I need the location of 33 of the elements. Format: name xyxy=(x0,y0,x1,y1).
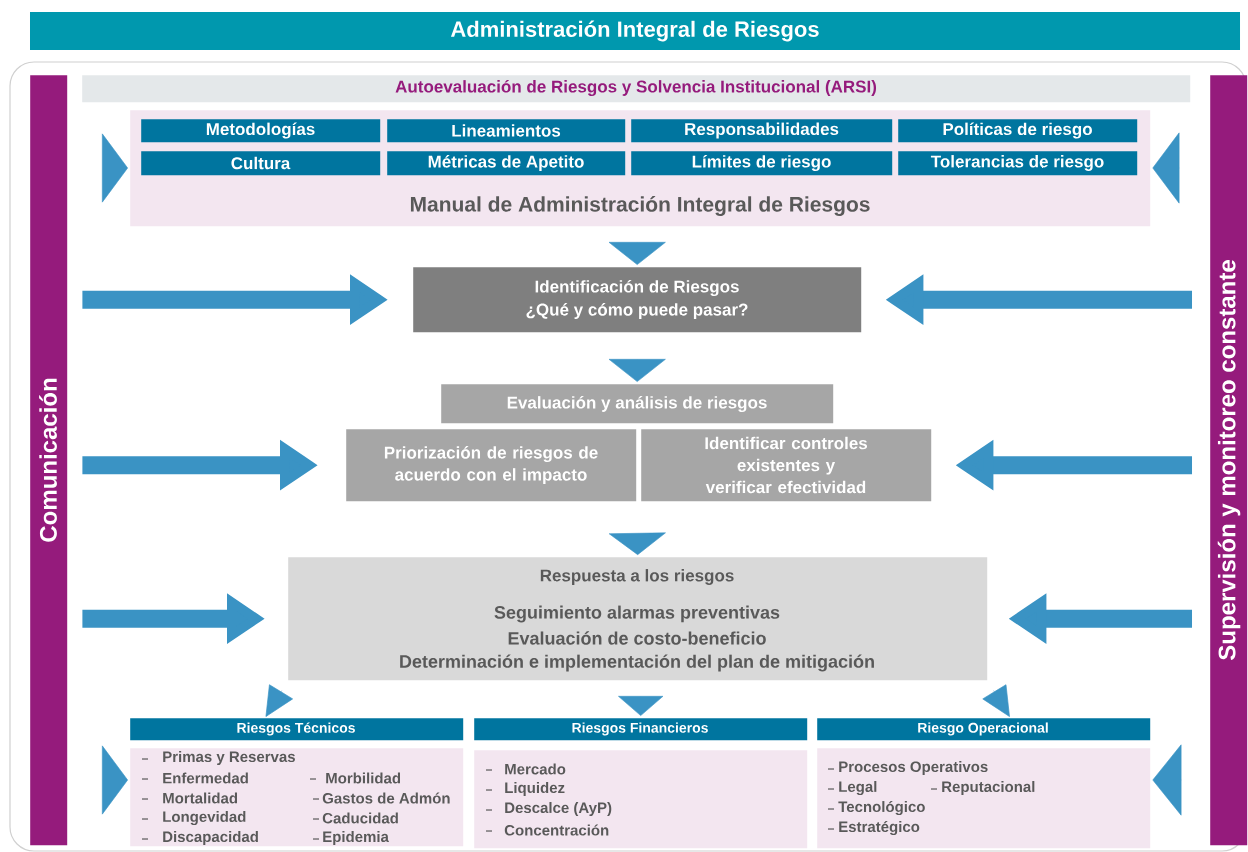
chevron-arrow xyxy=(618,695,664,716)
list-box: Mercado Liquidez Descalce (AyP) Concentración xyxy=(474,750,808,849)
step-box: Identificar controles existentes y verificar efectividad xyxy=(641,429,932,502)
concept-box: Políticas de riesgo xyxy=(898,119,1138,143)
header-bar: Autoevaluación de Riesgos y Solvencia Institucional (ARSI) xyxy=(82,75,1191,103)
chevron-arrow xyxy=(982,684,1010,717)
step-box: Respuesta a los riesgos Seguimiento alarmas preventivas Evaluación de costo-beneficio Determinación e implementación del plan de mitigación xyxy=(288,557,988,681)
category-header: Riesgos Técnicos xyxy=(130,718,464,741)
title-bar: Administración Integral de Riesgos xyxy=(30,12,1240,50)
concept-box: Responsabilidades xyxy=(631,119,893,143)
concept-box: Tolerancias de riesgo xyxy=(898,151,1138,176)
list-box: Procesos Operativos Legal Reputacional Tecnológico Estratégico xyxy=(817,748,1151,849)
chevron-arrow xyxy=(608,241,666,265)
step-box: Identificación de Riesgos ¿Qué y cómo puede pasar? xyxy=(413,267,862,333)
chevron-arrow xyxy=(1152,744,1182,816)
side-band: Comunicación xyxy=(30,75,68,846)
chevron-arrow xyxy=(608,358,666,382)
concept-box: Métricas de Apetito xyxy=(387,151,626,176)
concept-box: Metodologías xyxy=(141,119,381,143)
list-box: Primas y Reservas Enfermedad Morbilidad Mortalidad Gastos de Admón Longevidad Caducidad Discapacidad Epidemia xyxy=(130,748,464,847)
chevron-arrow xyxy=(101,745,128,815)
category-header: Riesgos Financieros xyxy=(474,718,808,741)
concept-box: Cultura xyxy=(141,151,381,176)
concept-box: Lineamientos xyxy=(387,119,626,143)
step-box: Evaluación y análisis de riesgos xyxy=(441,384,834,424)
chevron-arrow xyxy=(265,684,293,717)
category-header: Riesgo Operacional xyxy=(817,718,1151,741)
chevron-arrow xyxy=(608,532,666,555)
side-band: Supervisión y monitoreo constante xyxy=(1210,75,1248,846)
concept-box: Límites de riesgo xyxy=(631,151,893,176)
chevron-arrow xyxy=(101,133,128,203)
chevron-arrow xyxy=(1152,132,1180,204)
step-box: Priorización de riesgos de acuerdo con el impacto xyxy=(346,429,637,502)
